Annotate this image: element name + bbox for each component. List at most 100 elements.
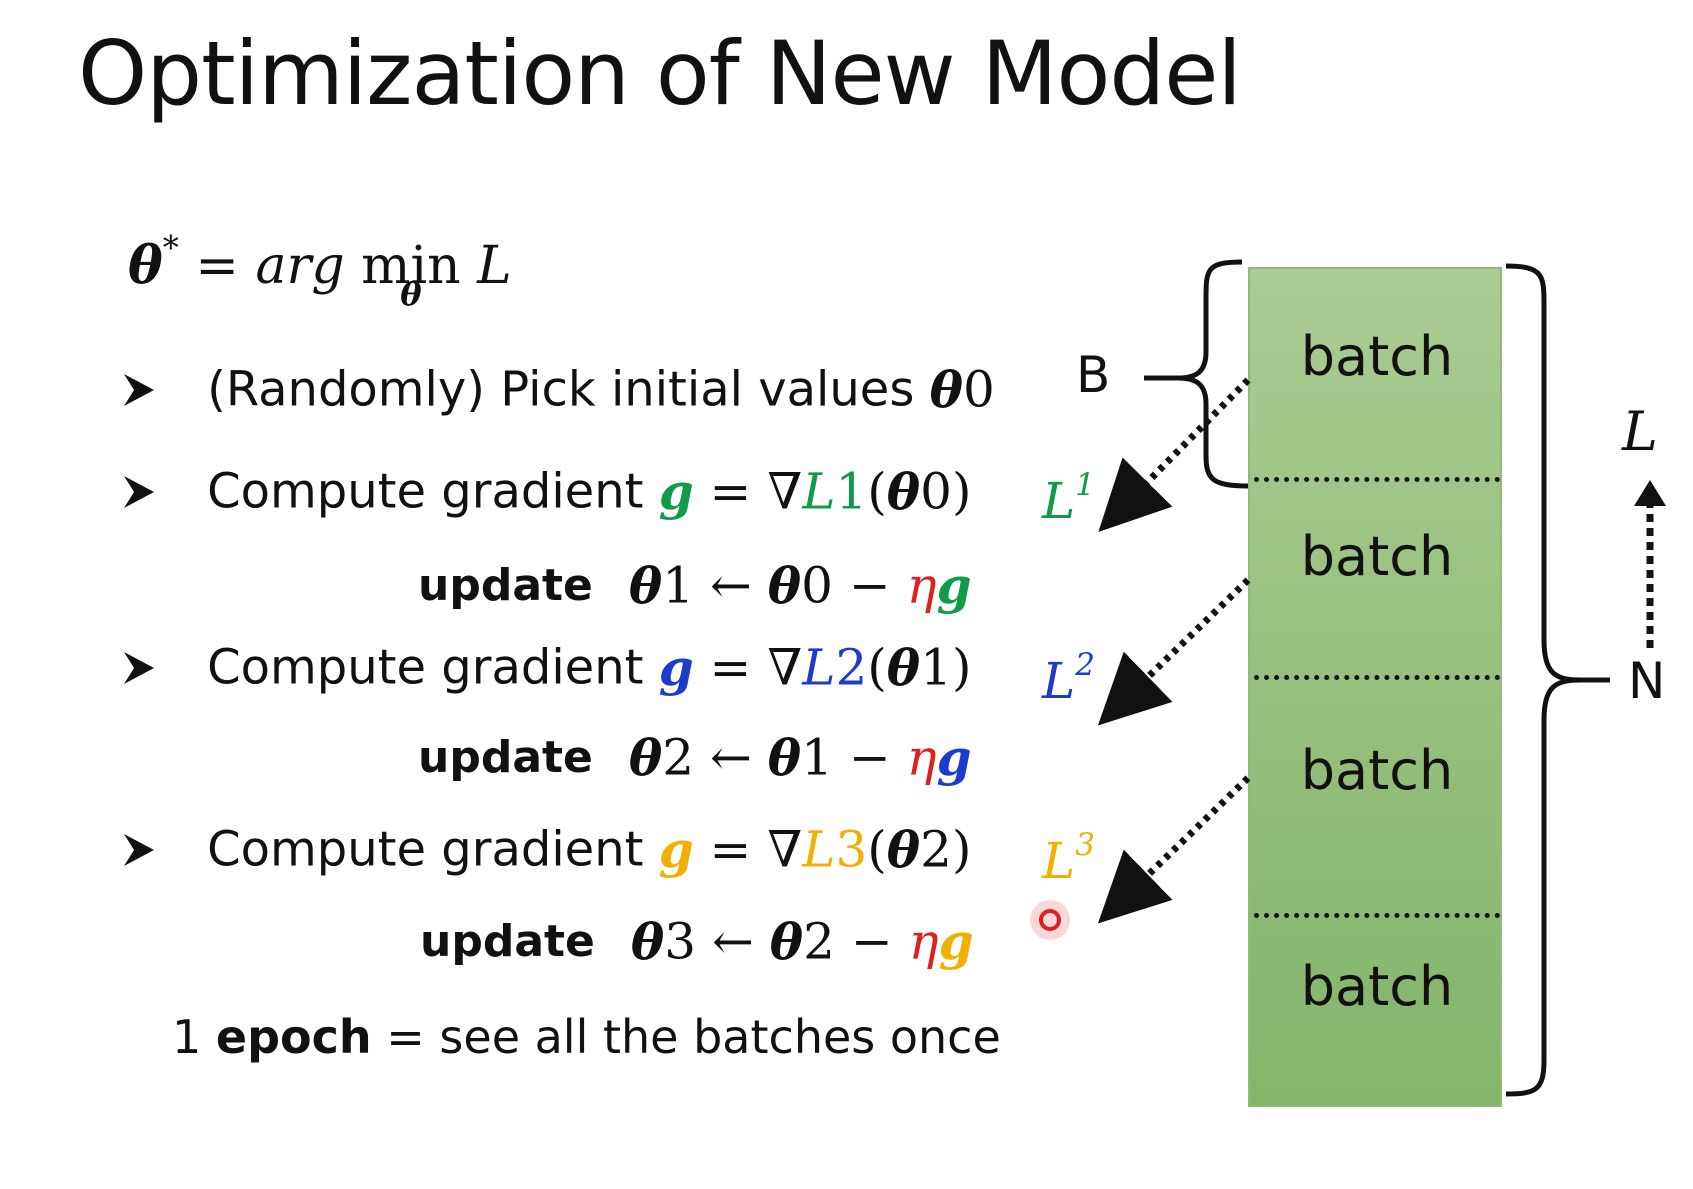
gradient-symbol: g	[936, 556, 972, 615]
loss-superscript: 3	[835, 820, 868, 879]
gradient-symbol: g	[658, 820, 694, 879]
theta-old: θ	[769, 912, 804, 971]
theta-new-superscript: 3	[664, 912, 697, 971]
epoch-definition: 1 epoch = see all the batches once	[172, 1010, 1001, 1064]
eta-symbol: η	[908, 912, 939, 971]
minus-sign: −	[832, 728, 907, 787]
batch-size-label: B	[1076, 346, 1111, 404]
bullet-gradient-1: Compute gradient g = ∇L1(θ0)	[122, 462, 971, 521]
bullet-text: Compute gradient	[207, 821, 659, 878]
arg-text: arg	[255, 236, 345, 296]
theta-symbol: θ	[886, 638, 921, 697]
theta-old: θ	[767, 728, 802, 787]
arrow-batch2-to-loss2	[1097, 577, 1251, 726]
loss-symbol: L	[802, 462, 836, 521]
total-size-label: N	[1628, 652, 1666, 710]
batch-label-3: batch	[1300, 739, 1454, 802]
paren-open: (	[867, 462, 887, 521]
theta-superscript: 2	[920, 820, 952, 879]
batch-label-4: batch	[1300, 955, 1454, 1018]
bullet-arrow-icon	[124, 651, 154, 684]
bullet-arrow-icon	[124, 833, 154, 866]
theta-superscript: 0	[962, 360, 995, 419]
loss-symbol: L	[477, 236, 512, 296]
loss-symbol: L	[802, 820, 836, 879]
loss-label-1: L1	[1042, 466, 1095, 530]
nabla-text: = ∇	[693, 462, 803, 521]
star-superscript: *	[162, 228, 179, 267]
bullet-gradient-2: Compute gradient g = ∇L2(θ1)	[122, 638, 971, 697]
nabla-text: = ∇	[693, 820, 803, 879]
theta-new: θ	[628, 728, 663, 787]
theta-symbol: θ	[128, 235, 163, 296]
paren-open: (	[867, 820, 887, 879]
update-label: update	[418, 560, 593, 611]
equals-sign: =	[195, 236, 239, 296]
paren-close: )	[951, 462, 972, 521]
theta-superscript: 0	[920, 462, 952, 521]
batch-label-2: batch	[1300, 525, 1454, 588]
epoch-word: epoch	[215, 1010, 372, 1064]
bullet-gradient-3: Compute gradient g = ∇L3(θ2)	[122, 820, 971, 879]
arrow-N-to-L-head	[1634, 480, 1666, 506]
minus-sign: −	[834, 912, 909, 971]
gradient-symbol: g	[658, 638, 694, 697]
total-loss-label: L	[1622, 400, 1658, 463]
gradient-symbol: g	[658, 462, 694, 521]
paren-close: )	[951, 638, 972, 697]
theta-new: θ	[628, 556, 663, 615]
theta-symbol: θ	[929, 360, 963, 419]
eta-symbol: η	[906, 728, 937, 787]
theta-symbol: θ	[886, 462, 921, 521]
bullet-init: (Randomly) Pick initial values θ0	[122, 360, 995, 419]
theta-new-superscript: 1	[662, 556, 695, 615]
assign-arrow: ←	[694, 728, 768, 787]
update-label: update	[420, 916, 595, 967]
nabla-text: = ∇	[693, 638, 803, 697]
total-brace	[1505, 263, 1581, 1097]
paren-close: )	[951, 820, 972, 879]
bullet-arrow-icon	[124, 373, 154, 406]
assign-arrow: ←	[694, 556, 768, 615]
batch-separator	[1254, 477, 1500, 482]
bullet-text: (Randomly) Pick initial values	[207, 361, 930, 418]
batch-separator	[1254, 675, 1500, 680]
arrow-batch1-to-loss1	[1098, 377, 1251, 532]
bullet-text: Compute gradient	[207, 463, 659, 520]
loss-superscript: 1	[835, 462, 868, 521]
theta-new-superscript: 2	[662, 728, 695, 787]
batch-column: batch batch batch batch	[1248, 267, 1502, 1107]
batch-separator	[1254, 913, 1500, 918]
theta-old-superscript: 1	[801, 728, 833, 787]
loss-superscript: 2	[835, 638, 868, 697]
theta-old: θ	[767, 556, 802, 615]
slide-title: Optimization of New Model	[78, 22, 1242, 125]
theta-old-superscript: 2	[803, 912, 835, 971]
theta-superscript: 1	[920, 638, 952, 697]
update-label: update	[418, 732, 593, 783]
assign-arrow: ←	[696, 912, 770, 971]
batch-brace	[1177, 259, 1249, 489]
gradient-symbol: g	[936, 728, 972, 787]
bullet-arrow-icon	[124, 475, 154, 508]
minus-sign: −	[832, 556, 907, 615]
batch-label-1: batch	[1300, 325, 1454, 388]
min-subscript: θ	[400, 275, 422, 313]
arrow-batch3-to-loss3	[1097, 775, 1251, 924]
epoch-rest: = see all the batches once	[371, 1010, 1001, 1064]
loss-label-2: L2	[1042, 646, 1095, 710]
theta-new: θ	[630, 912, 665, 971]
theta-symbol: θ	[886, 820, 921, 879]
loss-symbol: L	[802, 638, 836, 697]
pointer-cursor-icon	[1030, 900, 1070, 940]
theta-old-superscript: 0	[801, 556, 833, 615]
epoch-prefix: 1	[172, 1010, 216, 1064]
bullet-text: Compute gradient	[207, 639, 659, 696]
paren-open: (	[867, 638, 887, 697]
